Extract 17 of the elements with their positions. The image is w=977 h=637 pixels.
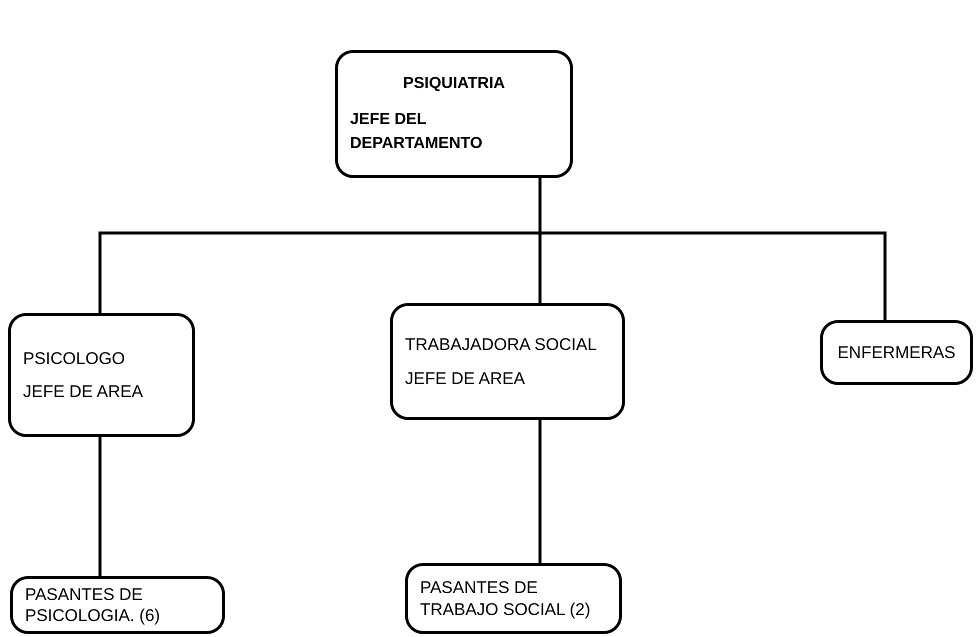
box-text: JEFE DE AREA xyxy=(23,381,143,402)
box-text: ENFERMERAS xyxy=(837,342,956,364)
connector-line xyxy=(538,420,542,563)
org-box xyxy=(820,320,973,385)
org-box xyxy=(390,303,625,420)
org-box xyxy=(335,50,573,178)
box-text: PSIQUIATRIA xyxy=(403,74,505,94)
org-box xyxy=(405,563,622,634)
box-text: JEFE DEL DEPARTAMENTO xyxy=(350,110,484,154)
box-text: PASANTES DE TRABAJO SOCIAL (2) xyxy=(420,577,592,620)
box-text: PASANTES DE PSICOLOGIA. (6) xyxy=(25,584,162,626)
box-text: JEFE DE AREA xyxy=(405,368,525,389)
box-text: TRABAJADORA SOCIAL xyxy=(405,334,597,356)
connector-line xyxy=(98,437,102,576)
box-text: PSICOLOGO xyxy=(23,348,126,369)
org-box xyxy=(8,313,195,437)
org-box xyxy=(10,576,225,634)
